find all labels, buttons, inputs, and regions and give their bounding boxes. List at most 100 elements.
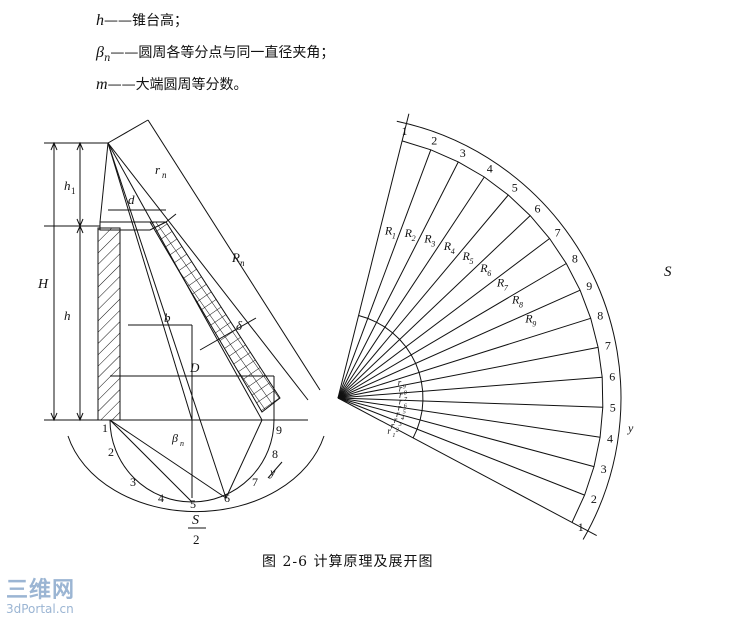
fan-R-label: R [524,311,533,325]
label-S-denominator: 2 [193,532,200,547]
fan-point-label: 2 [591,492,597,506]
fan-R-label: R [423,231,432,245]
fan-radial-line [337,238,550,399]
label-R-sub: n [240,258,245,268]
legend-line-h: h——锥台高； [96,10,188,32]
fan-inner-edge [358,315,424,439]
legend-text: 圆周各等分点与同一直径夹角； [138,45,335,61]
division-point-label: 9 [276,423,282,437]
fan-radial-line [337,397,595,468]
fan-r-sub: 6 [404,403,407,409]
fan-point-label: 2 [431,133,437,147]
division-point-label: 7 [252,475,258,489]
label-y: y [269,465,276,479]
fan-r-sub: 2 [396,428,399,434]
fan-R-sub: 6 [487,269,491,278]
fan-R-label: R [479,261,488,275]
division-point-label: 2 [108,445,114,459]
fan-r-sub: 4 [401,415,404,422]
fan-point-label: 4 [607,432,613,446]
division-point-label: 6 [224,491,230,505]
fan-radial-line [337,215,531,399]
label-h: h [64,308,71,323]
fan-radial-line [337,397,585,496]
fan-r-sub: 8 [404,391,407,397]
legend-sub: n [103,52,111,64]
label-S-right: S [664,264,672,280]
fan-r-sub: 7 [404,397,408,403]
S-arc-extension [571,521,597,537]
fan-R-sub: 1 [392,232,396,241]
fan-point-label: 1 [402,124,408,138]
fan-point-label: 8 [572,251,578,265]
fan-point-label: 6 [609,369,615,383]
figure-caption: 图 2-6 计算原理及展开图 [262,554,434,570]
label-S-numerator: S [192,513,199,528]
label-D: D [189,360,200,375]
label-d: d [128,192,135,207]
fan-point-label: 4 [487,162,493,176]
S-arc-extension [401,113,410,142]
fan-radial-line [337,176,485,399]
fan-r-sub: 3 [398,422,402,428]
division-point-label: 3 [130,475,136,489]
label-beta-sub: n [180,439,184,448]
fan-point-label: 5 [610,401,616,415]
fan-point-label: 6 [535,202,541,216]
label-beta: β [171,431,178,445]
fan-r-sub: 9 [403,384,406,390]
legend-text: 锥台高； [132,13,188,29]
division-point-label: 5 [190,497,196,511]
fan-point-label: 5 [512,180,518,194]
fan-radial-line [337,397,601,438]
fan-point-label: 3 [460,146,466,160]
left-figure-labels: H h h 1 d b D r n R n δ β n y S 2 [37,162,276,547]
watermark-line1: 三维网 [6,578,76,603]
fan-r-label: r [399,396,403,406]
top-small-plate [99,221,167,231]
fan-R-label: R [511,293,520,307]
S-arc [396,120,622,540]
fan-point-label: 7 [555,226,561,240]
fan-R-sub: 2 [412,234,416,243]
fan-R-label: R [443,239,452,253]
left-wall-section [97,227,121,421]
fan-point-label: 3 [601,462,607,476]
legend-symbol: m [96,76,108,93]
fan-r-label: r [391,421,395,431]
fan-R-sub: 4 [451,247,455,256]
fan-r-label: r [396,409,400,419]
division-point-label: 8 [272,447,278,461]
label-r-sub: n [162,170,167,180]
watermark-line2: 3dPortal.cn [6,602,74,616]
label-H: H [37,277,49,292]
fan-point-label: 7 [605,339,611,353]
fan-point-label: 9 [586,279,592,293]
fan-radial-line [337,376,603,399]
fan-r-label: r [398,377,402,387]
fan-R-sub: 8 [519,301,523,310]
fan-r-sub: 5 [403,410,406,416]
fan-radial-line [337,161,459,399]
Rn-outer-line [107,142,309,401]
fan-R-sub: 3 [430,239,435,248]
fan-R-label: R [462,249,471,263]
fan-r-sub: 1 [392,433,395,439]
fan-r-label: r [399,384,403,394]
fan-R-label: R [404,226,413,240]
legend-line-beta: βn——圆周各等分点与同一直径夹角； [96,42,334,64]
legend-symbol: β [96,44,104,61]
fan-outer-edge [401,140,604,523]
S-half-arc [67,435,325,513]
fan-radial-line [337,397,603,408]
Rn-dimension-line [147,119,321,391]
fan-R-sub: 7 [504,284,509,293]
label-h1-sub: 1 [71,186,76,196]
label-b: b [164,310,171,325]
fan-radial-line [337,397,573,523]
fan-radial-line [337,317,591,399]
label-y-right: y [627,421,634,435]
fan-point-label: 8 [597,308,603,322]
fan-point-label: 1 [578,520,584,534]
